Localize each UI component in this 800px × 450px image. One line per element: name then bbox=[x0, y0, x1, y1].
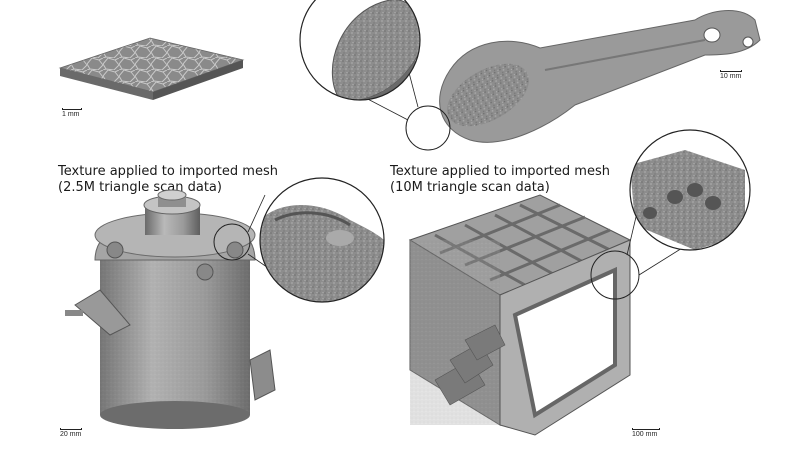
scale-bar-tile: 1 mm bbox=[62, 108, 82, 118]
textured-bracket-icon bbox=[299, 0, 761, 151]
scale-bar-alternator: 20 mm bbox=[60, 428, 82, 438]
textured-alternator-icon bbox=[65, 177, 385, 429]
scale-bar-bracket: 10 mm bbox=[720, 70, 742, 80]
textured-tile-icon bbox=[58, 37, 245, 100]
textured-housing-icon bbox=[408, 129, 751, 436]
caption-housing: Texture applied to imported mesh (10M tr… bbox=[390, 164, 610, 195]
scale-bar-housing: 100 mm bbox=[632, 428, 660, 438]
